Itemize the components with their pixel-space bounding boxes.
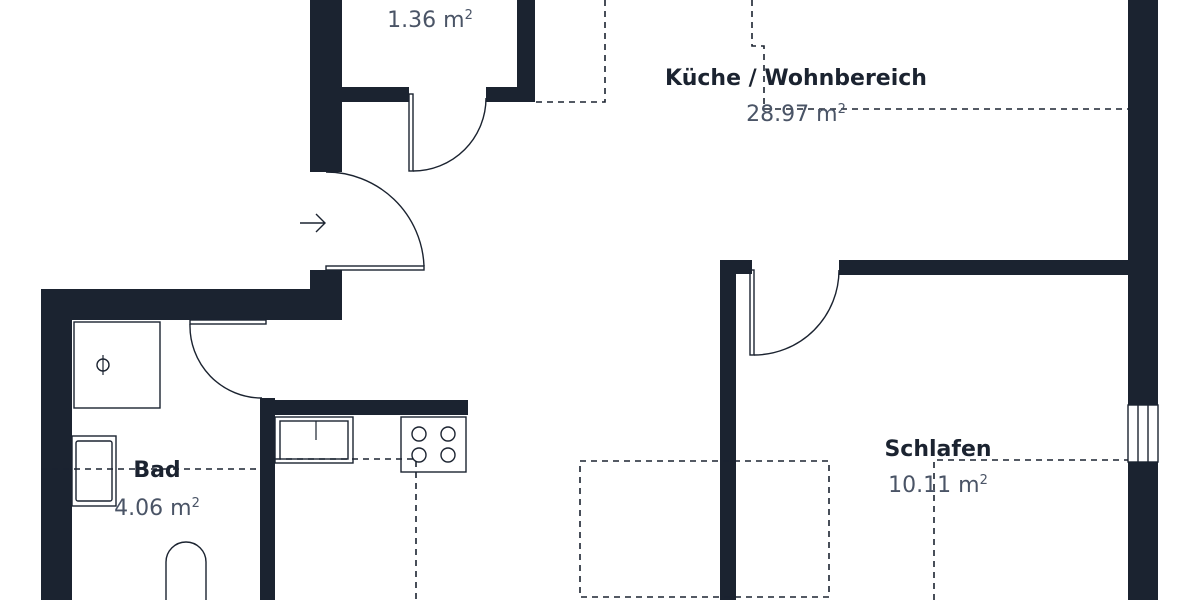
room-name-kitchen: Küche / Wohnbereich: [665, 66, 927, 91]
room-name-bedroom: Schlafen: [884, 437, 991, 462]
wall-storage-right: [517, 0, 535, 102]
wall-storage-bottom-left: [342, 87, 409, 102]
wall-exterior-left: [41, 289, 72, 600]
bed-outline: [933, 459, 1128, 600]
furniture-outlines: [41, 0, 1128, 600]
room-label-kitchen: Küche / Wohnbereich 28.97 m2: [665, 66, 927, 127]
room-label-storage: 1.36 m2: [387, 8, 473, 33]
room-name-bath: Bad: [133, 458, 180, 483]
wall-kitchenette-top: [260, 400, 468, 415]
toilet-icon: [165, 541, 207, 600]
wall-bedroom-top: [839, 260, 1128, 275]
shower-icon: [73, 321, 161, 409]
walls: [41, 0, 1158, 600]
wall-entrance-lower: [310, 270, 342, 320]
wall-bedroom-top-left: [720, 260, 752, 274]
wall-storage-left: [310, 0, 342, 172]
sink-icon: [71, 435, 117, 507]
svg-text:1.36 m2: 1.36 m2: [387, 8, 473, 33]
window: [1127, 404, 1159, 463]
wall-exterior-right-upper: [1128, 0, 1158, 405]
room-label-bath: Bad 4.06 m2: [114, 458, 200, 521]
kitchen-sink-icon: [274, 416, 354, 464]
wall-exterior-right-lower: [1128, 462, 1158, 600]
room-area-storage: 1.36: [387, 8, 436, 33]
door-bath: [189, 319, 267, 399]
door-entrance: [325, 171, 425, 271]
wall-storage-bottom-right: [486, 87, 535, 102]
room-area-bedroom: 10.11: [888, 473, 951, 498]
room-area-kitchen: 28.97: [746, 102, 809, 127]
dining-table: [579, 460, 830, 598]
wall-bath-divider: [260, 398, 275, 600]
svg-text:28.97 m2: 28.97 m2: [746, 102, 846, 127]
room-area-bath: 4.06: [114, 496, 163, 521]
entrance-arrow-icon: [300, 213, 326, 233]
door-storage: [408, 93, 487, 172]
svg-text:10.11 m2: 10.11 m2: [888, 473, 988, 498]
door-bedroom: [749, 269, 840, 356]
wall-bedroom-left: [720, 260, 736, 600]
stove-icon: [400, 416, 467, 473]
room-label-bedroom: Schlafen 10.11 m2: [884, 437, 991, 498]
wall-bath-top: [41, 289, 310, 320]
svg-text:4.06 m2: 4.06 m2: [114, 496, 200, 521]
